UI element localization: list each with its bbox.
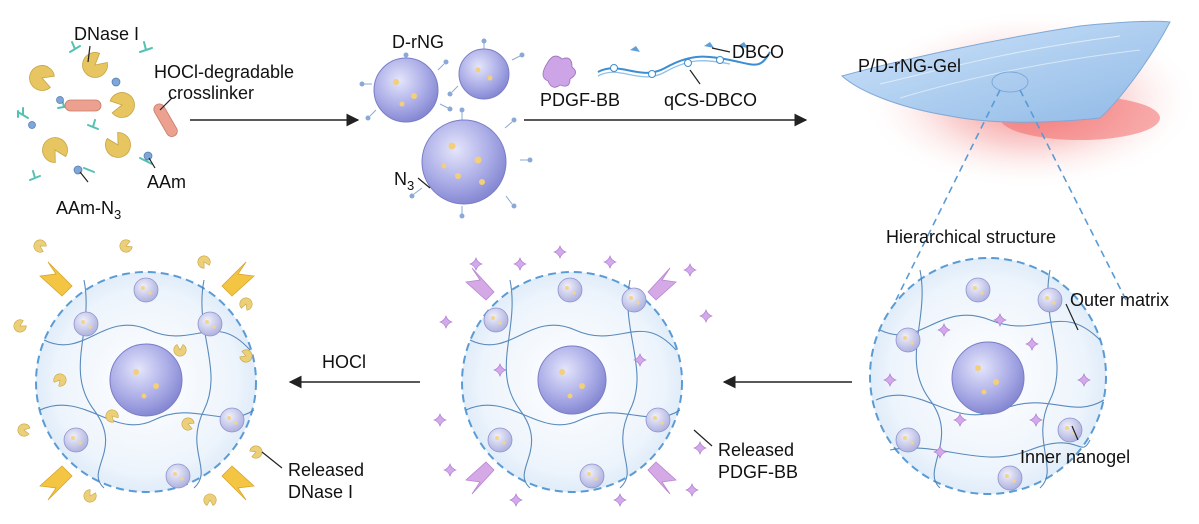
gel-label: P/D-rNG-Gel bbox=[858, 56, 961, 76]
released-dnase-label-line2: DNase I bbox=[288, 482, 353, 502]
zoom-lines bbox=[895, 89, 1127, 301]
aam-n3-label: AAm-N3 bbox=[56, 198, 121, 222]
nanogel-small-1 bbox=[359, 52, 453, 123]
gel-sheet bbox=[840, 10, 1199, 190]
released-pdgf-label-line2: PDGF-BB bbox=[718, 462, 798, 482]
pdgf-release-circle bbox=[433, 245, 713, 507]
gel-structure-circle bbox=[869, 257, 1107, 495]
pdgf-protein-icon bbox=[542, 55, 576, 88]
qcs-label: qCS-DBCO bbox=[664, 90, 757, 110]
aam-label: AAm bbox=[147, 172, 186, 192]
dnase-label: DNase I bbox=[74, 24, 139, 44]
outer-matrix-label: Outer matrix bbox=[1070, 290, 1169, 310]
d-rng-nanogels bbox=[359, 38, 533, 219]
inner-nanogel-label: Inner nanogel bbox=[1020, 447, 1130, 467]
n3-label: N3 bbox=[394, 169, 414, 193]
dnase-release-circle bbox=[11, 237, 283, 506]
hocl-label: HOCl bbox=[322, 352, 366, 372]
reagent-mixture bbox=[17, 41, 178, 183]
crosslinker-label-line2: crosslinker bbox=[168, 83, 254, 103]
crosslinker-label-line1: HOCl-degradable bbox=[154, 62, 294, 82]
released-pdgf-label-line1: Released bbox=[718, 440, 794, 460]
hierarchical-label: Hierarchical structure bbox=[886, 227, 1056, 247]
d-rng-label: D-rNG bbox=[392, 32, 444, 52]
crosslinker-capsules bbox=[64, 99, 178, 137]
dnase-release-arrows bbox=[39, 261, 255, 501]
monomer-beads bbox=[28, 77, 153, 175]
pdgf-label: PDGF-BB bbox=[540, 90, 620, 110]
nanogel-small-2 bbox=[447, 38, 525, 100]
nanogel-large bbox=[409, 107, 533, 219]
dbco-label: DBCO bbox=[732, 42, 784, 62]
pdgf-release-arrows bbox=[465, 267, 677, 495]
qcs-dbco-chain bbox=[597, 42, 771, 85]
released-dnase-label-line1: Released bbox=[288, 460, 364, 480]
